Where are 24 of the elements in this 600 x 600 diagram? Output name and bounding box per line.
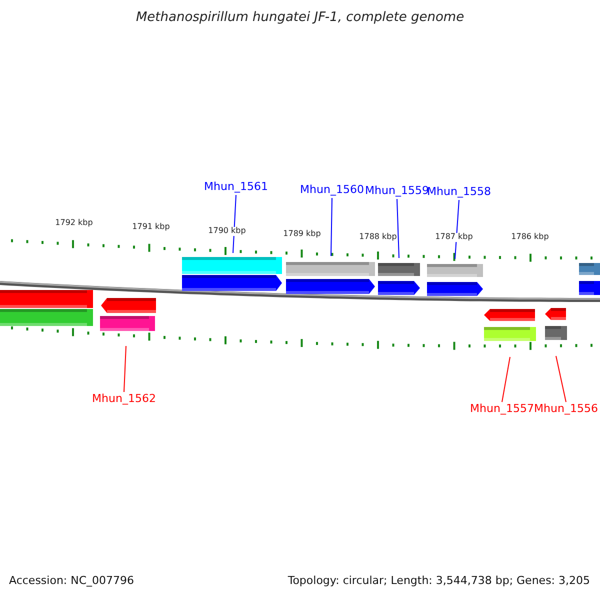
- leader-line: [124, 346, 126, 392]
- scale-label: 1791 kbp: [132, 223, 170, 232]
- gene-label: Mhun_1560: [300, 184, 364, 196]
- footer-text: Accession: NC_007796: [9, 575, 134, 588]
- scale-label: 1788 kbp: [359, 233, 397, 242]
- scale-label: 1789 kbp: [283, 230, 321, 239]
- gene-label: Mhun_1557: [470, 403, 534, 416]
- scale-label: 1792 kbp: [55, 219, 93, 228]
- scale-label: 1786 kbp: [511, 233, 549, 242]
- leader-line: [396, 198, 400, 258]
- map-title: Methanospirillum hungatei JF-1, complete genome: [136, 11, 464, 26]
- gene-label: Mhun_1561: [204, 181, 268, 194]
- leader-line: [330, 198, 332, 256]
- gene-label: Mhun_1562: [92, 393, 156, 406]
- footer-text: Topology: circular; Length: 3,544,738 bp; Genes: 3,205: [288, 575, 590, 588]
- scale-label: 1790 kbp: [208, 227, 246, 236]
- gene-label: Mhun_1558: [427, 186, 491, 198]
- leader-line: [454, 200, 460, 260]
- leader-line: [502, 356, 510, 402]
- leader-line: [556, 356, 566, 402]
- scale-label: 1787 kbp: [435, 233, 473, 242]
- gene-label: Mhun_1559: [365, 185, 429, 198]
- leader-line: [232, 194, 236, 254]
- gene-label: Mhun_1556: [534, 403, 598, 416]
